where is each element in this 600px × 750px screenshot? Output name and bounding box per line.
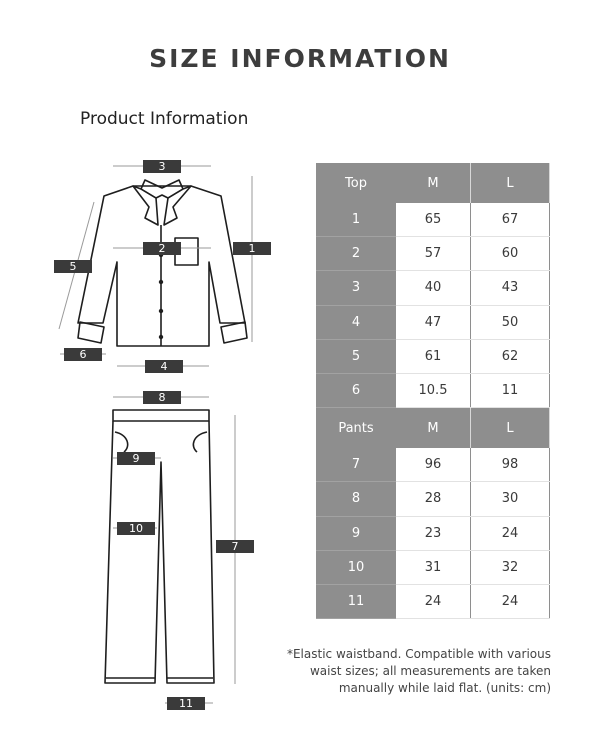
size-m-cell: 61 [396,339,471,374]
pants-waistband [112,409,210,422]
size-l-cell: 60 [470,236,550,272]
size-m-cell: 47 [396,305,471,340]
measure-label-4: 4 [145,360,183,373]
measure-label-1: 1 [233,242,271,255]
size-l-cell: 67 [470,203,550,238]
measure-label-8: 8 [143,391,181,404]
measure-id-cell: 10 [316,550,396,585]
size-table: Top M L 1 65 67 2 57 60 3 40 43 4 47 50 … [316,163,550,620]
footnote-line: waist sizes; all measurements are taken [309,664,551,678]
pants-outline [104,420,215,684]
size-l-cell: 24 [470,516,550,551]
size-l-cell: 32 [470,550,550,585]
page-title: SIZE INFORMATION [149,44,451,73]
table-row: 9 23 24 [316,516,550,551]
footnote: *Elastic waistband. Compatible with vari… [270,646,551,697]
size-m-cell: 28 [396,481,471,517]
table-row: 2 57 60 [316,236,550,272]
size-m-cell: 57 [396,236,471,272]
left-cuff [77,321,105,344]
garment-diagram [58,165,253,704]
table-header-pants: Pants M L [316,407,550,449]
collar [140,179,184,199]
measure-id-cell: 6 [316,373,396,409]
size-l-cell: 24 [470,584,550,620]
size-l-cell: 50 [470,305,550,340]
header-cell: L [470,163,550,203]
measure-id-cell: 5 [316,339,396,374]
measure-label-9: 9 [117,452,155,465]
size-l-cell: 30 [470,481,550,517]
shirt-outline [77,185,246,347]
measure-label-2: 2 [143,242,181,255]
table-row: 11 24 24 [316,584,550,620]
table-row: 3 40 43 [316,270,550,306]
measure-id-cell: 2 [316,236,396,272]
table-row: 4 47 50 [316,305,550,340]
measure-id-cell: 4 [316,305,396,340]
measure-id-cell: 8 [316,481,396,517]
table-row: 6 10.5 11 [316,373,550,409]
header-cell: Pants [316,407,396,449]
measure-label-3: 3 [143,160,181,173]
measure-id-cell: 3 [316,270,396,306]
measure-label-5: 5 [54,260,92,273]
size-m-cell: 10.5 [396,373,471,409]
size-m-cell: 31 [396,550,471,585]
table-header-top: Top M L [316,163,550,203]
measure-label-7: 7 [216,540,254,553]
size-m-cell: 40 [396,270,471,306]
header-cell: M [396,163,471,203]
left-lapel [132,185,159,226]
size-m-cell: 65 [396,203,471,238]
measure-id-cell: 11 [316,584,396,620]
table-row: 8 28 30 [316,481,550,517]
footnote-line: manually while laid flat. (units: cm) [338,681,551,695]
chest-pocket [174,237,199,266]
header-cell: M [396,407,471,449]
right-lapel [163,185,192,226]
section-title: Product Information [80,109,249,129]
measure-id-cell: 1 [316,203,396,238]
table-row: 1 65 67 [316,203,550,238]
measure-id-cell: 7 [316,448,396,483]
size-m-cell: 24 [396,584,471,620]
table-row: 5 61 62 [316,339,550,374]
size-l-cell: 43 [470,270,550,306]
header-cell: Top [316,163,396,203]
size-l-cell: 62 [470,339,550,374]
measure-label-6: 6 [64,348,102,361]
size-m-cell: 96 [396,448,471,483]
measure-id-cell: 9 [316,516,396,551]
header-cell: L [470,407,550,449]
measure-label-10: 10 [117,522,155,535]
measure-label-11: 11 [167,697,205,710]
table-row: 7 96 98 [316,448,550,483]
footnote-line: *Elastic waistband. Compatible with vari… [286,647,551,661]
size-m-cell: 23 [396,516,471,551]
table-row: 10 31 32 [316,550,550,585]
right-cuff [220,321,248,344]
size-l-cell: 11 [470,373,550,409]
size-l-cell: 98 [470,448,550,483]
